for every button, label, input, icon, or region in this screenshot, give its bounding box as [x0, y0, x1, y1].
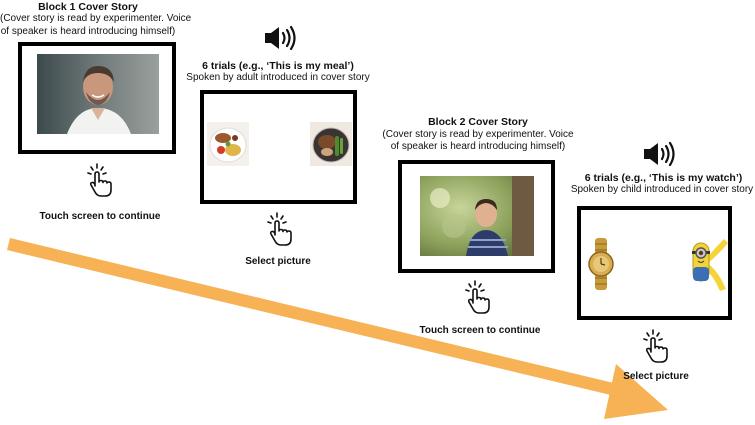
tap-hand-icon-trials1: [262, 212, 298, 248]
trials1-screen-frame: [200, 90, 357, 204]
block1-action-label: Touch screen to continue: [10, 211, 190, 222]
trials2-title: 6 trials (e.g., ‘This is my watch’): [572, 172, 755, 184]
speaker-icon-trials2: [642, 141, 676, 167]
block2-description-line2: of speaker is heard introducing himself): [376, 141, 580, 154]
tap-hand-icon-block1: [82, 163, 118, 199]
man-portrait-photo: [37, 54, 159, 134]
block1-screen-frame: [18, 42, 176, 154]
tap-hand-icon-trials2: [638, 329, 674, 365]
block2-description-line1: (Cover story is read by experimenter. Vo…: [376, 129, 580, 142]
child-portrait-photo: [420, 176, 534, 256]
trials2-action-label: Select picture: [596, 371, 716, 382]
meal-picture-right[interactable]: [310, 122, 352, 166]
trials2-subtitle: Spoken by child introduced in cover stor…: [569, 184, 755, 197]
trials1-title: 6 trials (e.g., ‘This is my meal’): [178, 60, 378, 72]
block1-title: Block 1 Cover Story: [0, 1, 176, 13]
trials1-subtitle: Spoken by adult introduced in cover stor…: [172, 72, 384, 85]
block2-action-label: Touch screen to continue: [390, 325, 570, 336]
block1-description-line2: of speaker is heard introducing himself): [0, 26, 176, 39]
block2-screen-frame: [398, 160, 555, 273]
speaker-icon-trials1: [263, 25, 297, 51]
meal-picture-left[interactable]: [207, 122, 249, 166]
tap-hand-icon-block2: [460, 280, 496, 316]
watch-picture-right[interactable]: [690, 237, 728, 291]
trials2-screen-frame: [577, 206, 732, 320]
trials1-action-label: Select picture: [218, 256, 338, 267]
block1-description-line1: (Cover story is read by experimenter. Vo…: [0, 13, 176, 26]
watch-picture-left[interactable]: [586, 238, 616, 290]
block2-title: Block 2 Cover Story: [380, 116, 576, 128]
